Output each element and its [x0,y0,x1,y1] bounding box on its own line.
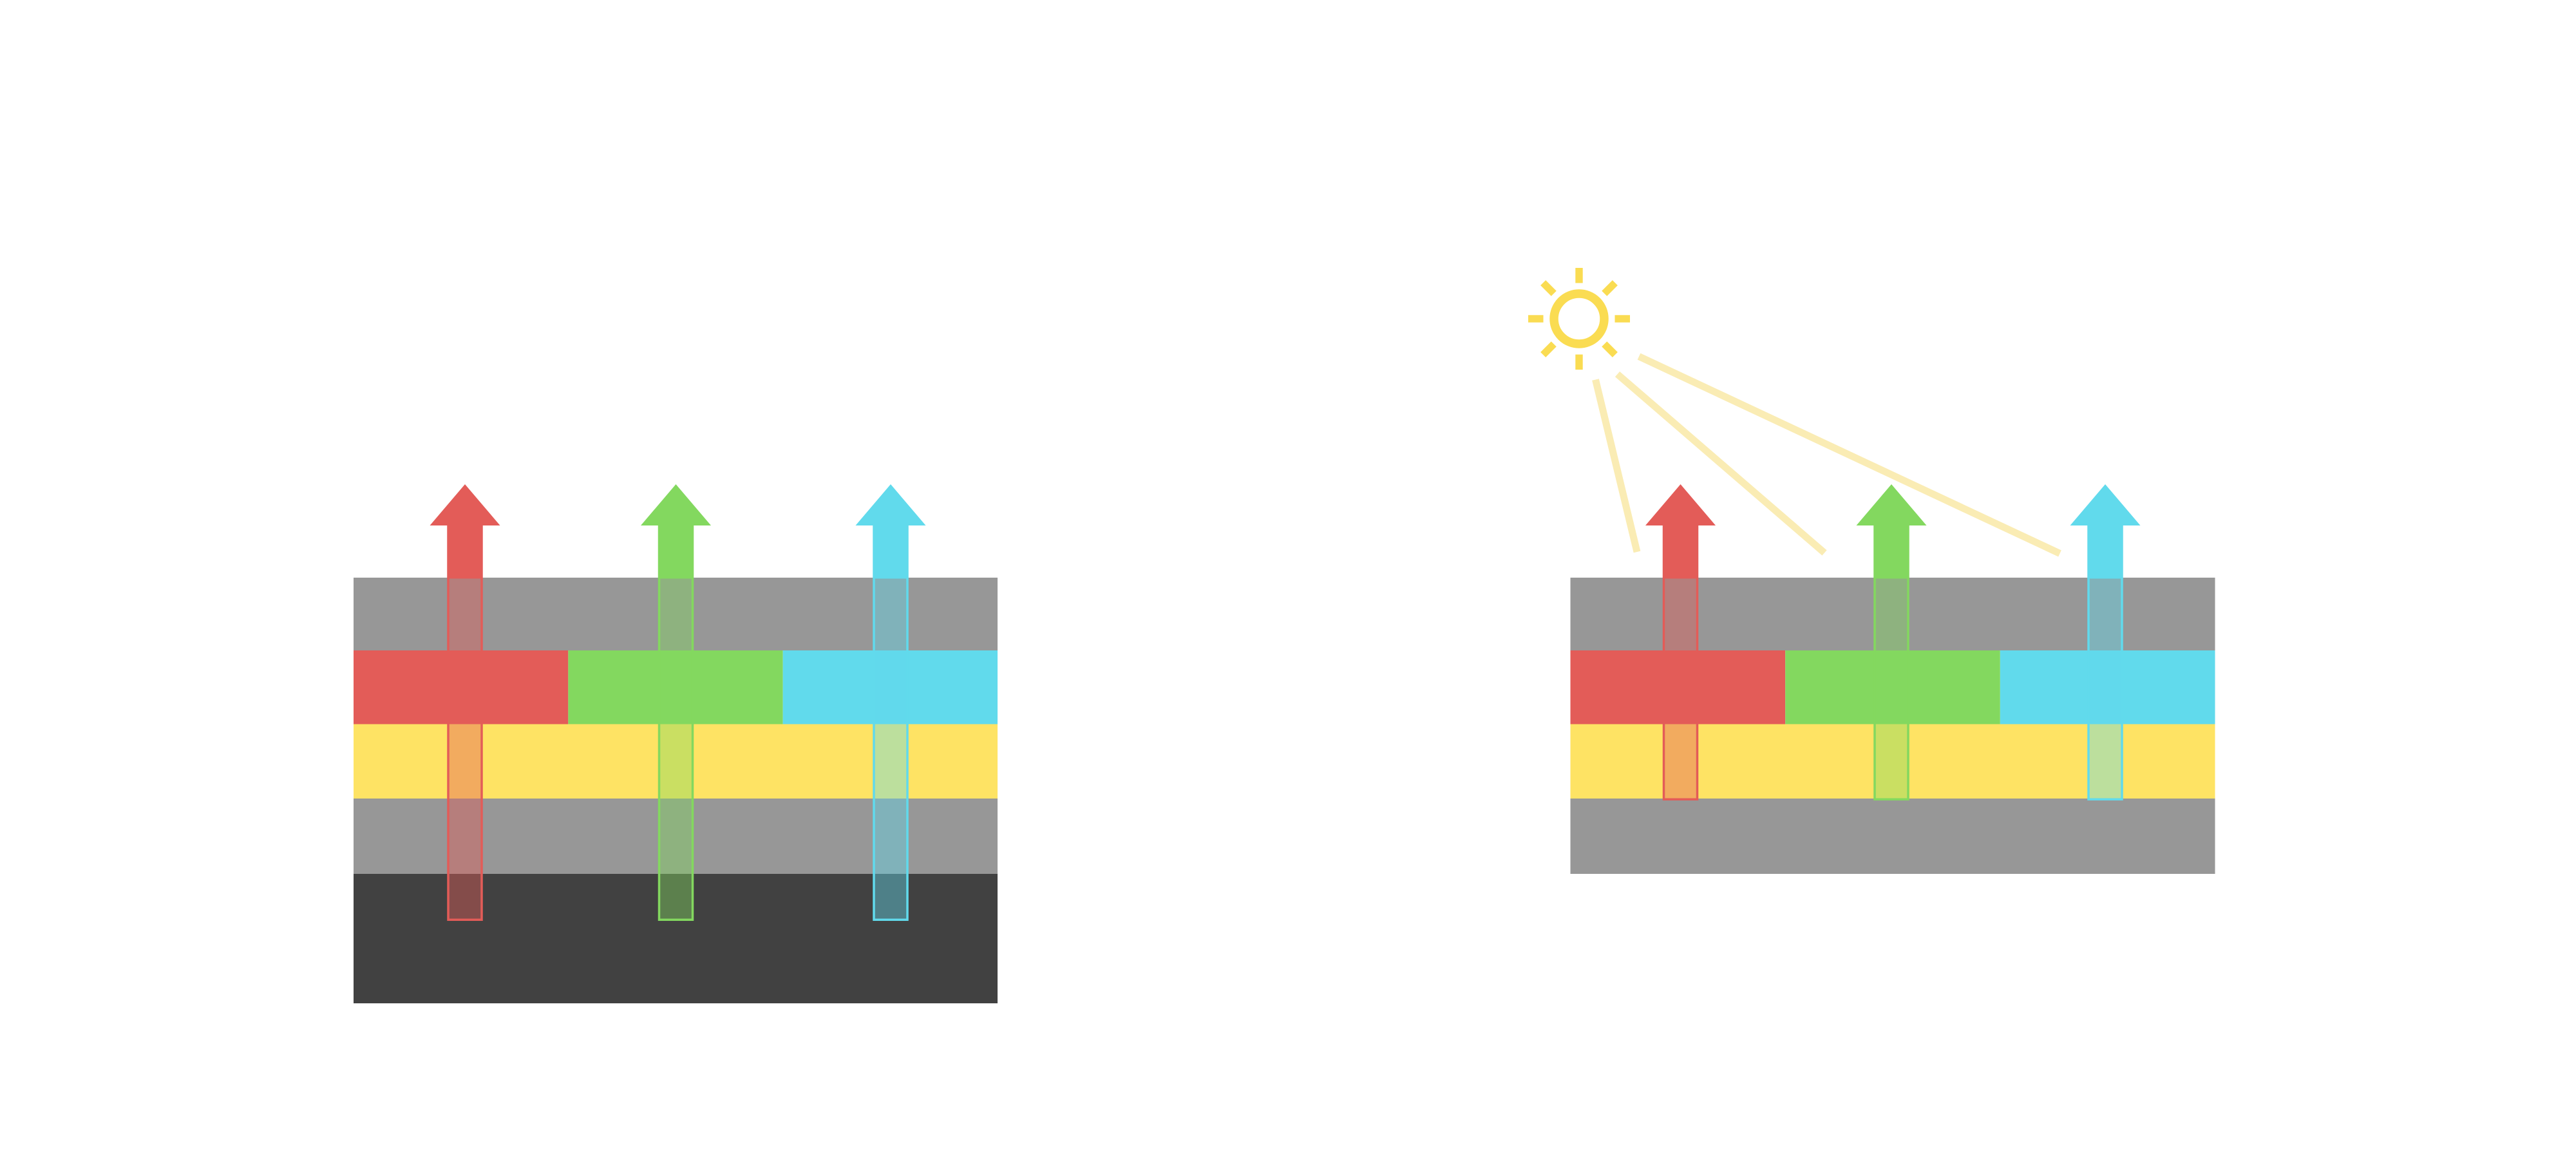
light-bar [2087,578,2123,800]
cyan-filter-segment [782,650,998,724]
color-filter-layer [1570,650,2215,724]
red-filter-segment [1570,650,1786,724]
cyan-light-arrow [855,484,926,921]
light-bar [447,578,483,921]
arrow-head [641,484,711,579]
light-bar [1662,578,1699,800]
red-light-arrow [430,484,500,921]
green-light-arrow [1856,484,1927,800]
sun-beam [1592,379,1641,553]
sun-ray [1615,315,1630,323]
reflective-display-diagram [1528,268,2215,874]
green-filter-segment [1785,650,2000,724]
sun-ray [1528,315,1544,323]
backlit-display-diagram [354,484,998,1003]
arrow-head [855,484,926,579]
sun-ring [1549,289,1609,348]
green-filter-segment [568,650,783,724]
sun-ray [1602,341,1618,357]
top-diffuser-layer [354,578,998,650]
cyan-light-arrow [2070,484,2141,800]
light-bar [1873,578,1909,800]
color-filter-layer [354,650,998,724]
light-bar [873,578,909,921]
liquid-crystal-layer [354,724,998,799]
arrow-head [430,484,500,579]
cyan-filter-segment [2000,650,2215,724]
reflective-display-stack [1570,578,2215,874]
arrow-head [1645,484,1716,579]
arrow-head [1856,484,1927,579]
reflector-layer [1570,799,2215,874]
green-light-arrow [641,484,711,921]
top-diffuser-layer [1570,578,2215,650]
liquid-crystal-layer [1570,724,2215,799]
backlit-display-stack [354,578,998,1003]
sun-ray [1575,268,1583,283]
arrow-head [2070,484,2141,579]
red-filter-segment [354,650,569,724]
bottom-diffuser-layer [354,799,998,874]
sun-ray [1575,354,1583,370]
sun-beam [1637,353,2061,557]
sun-ray [1540,341,1557,357]
sun-ray [1602,280,1618,296]
red-light-arrow [1645,484,1716,800]
sun-ray [1540,280,1557,296]
sun-icon [1528,268,1630,370]
backlight-layer [354,874,998,1003]
light-bar [658,578,694,921]
sun-beam [1615,371,1827,556]
